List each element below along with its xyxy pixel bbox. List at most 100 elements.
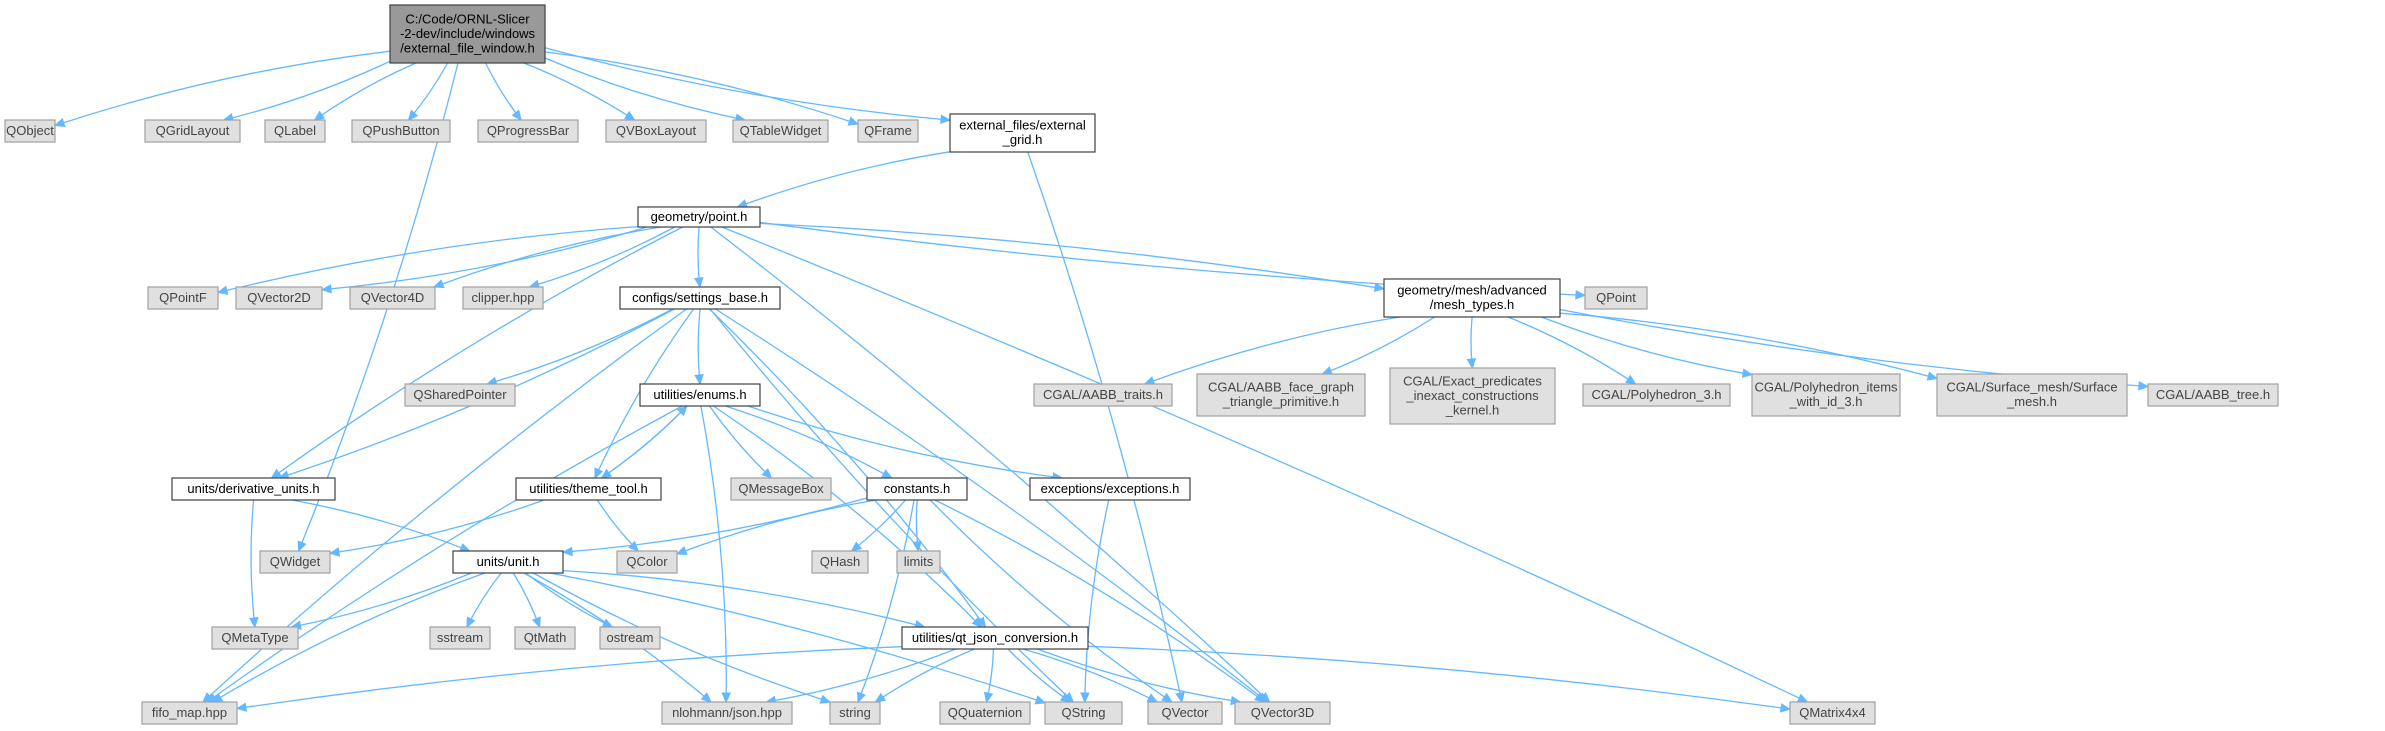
node-qprogressbar[interactable]: QProgressBar — [477, 119, 579, 143]
node-label: CGAL/AABB_face_graph — [1208, 380, 1354, 395]
node-label: -2-dev/include/windows — [400, 26, 536, 41]
node-theme-tool[interactable]: utilities/theme_tool.h — [515, 477, 662, 501]
node-qtablewidget[interactable]: QTableWidget — [732, 119, 829, 143]
edge-enums-to-constants — [725, 405, 893, 479]
node-qframe[interactable]: QFrame — [857, 119, 919, 143]
edge-root-to-external_grid — [544, 47, 952, 124]
node-derivative-units[interactable]: units/derivative_units.h — [171, 477, 336, 501]
node-surface-mesh[interactable]: CGAL/Surface_mesh/Surface_mesh.h — [1936, 373, 2128, 417]
node-box — [1584, 286, 1648, 310]
node-qsharedpointer[interactable]: QSharedPointer — [404, 383, 516, 407]
edge-qt_json-to-qstring — [1007, 648, 1072, 703]
node-box — [1044, 701, 1123, 725]
node-qmessagebox[interactable]: QMessageBox — [730, 477, 832, 501]
node-label: QMessageBox — [738, 481, 824, 496]
node-label: QVector4D — [361, 290, 425, 305]
node-qpoint[interactable]: QPoint — [1584, 286, 1648, 310]
node-qvector2d[interactable]: QVector2D — [235, 286, 323, 310]
node-point[interactable]: geometry/point.h — [637, 206, 761, 228]
node-enums[interactable]: utilities/enums.h — [639, 383, 761, 407]
node-qgridlayout[interactable]: QGridLayout — [144, 119, 241, 143]
node-label: QLabel — [274, 123, 316, 138]
node-label: CGAL/AABB_traits.h — [1043, 387, 1163, 402]
node-box — [811, 550, 869, 574]
node-box — [351, 119, 451, 143]
node-label: utilities/enums.h — [653, 387, 746, 402]
node-sstream[interactable]: sstream — [429, 626, 491, 650]
node-exact-pred[interactable]: CGAL/Exact_predicates_inexact_constructi… — [1389, 367, 1556, 425]
edge-constants-to-qvector3d — [934, 499, 1266, 703]
node-ostream[interactable]: ostream — [599, 626, 661, 650]
node-qstring[interactable]: QString — [1044, 701, 1123, 725]
node-poly-items[interactable]: CGAL/Polyhedron_items_with_id_3.h — [1751, 373, 1901, 417]
edge-mesh_types-to-polyhedron3 — [1507, 316, 1637, 385]
node-label: units/derivative_units.h — [187, 481, 319, 496]
node-box — [730, 477, 832, 501]
node-aabb-tree[interactable]: CGAL/AABB_tree.h — [2147, 383, 2279, 407]
edge-unit-to-qstring — [549, 572, 1047, 705]
node-qvector3d[interactable]: QVector3D — [1234, 701, 1331, 725]
node-label: _with_id_3.h — [1789, 394, 1863, 409]
node-fifo-map[interactable]: fifo_map.hpp — [141, 701, 238, 725]
node-qhash[interactable]: QHash — [811, 550, 869, 574]
node-root[interactable]: C:/Code/ORNL-Slicer-2-dev/include/window… — [389, 4, 546, 64]
node-qwidget[interactable]: QWidget — [259, 550, 331, 574]
node-label: units/unit.h — [477, 554, 540, 569]
node-label: QColor — [626, 554, 668, 569]
edge-constants-to-unit — [561, 497, 868, 557]
node-settings-base[interactable]: configs/settings_base.h — [619, 286, 781, 310]
node-qmatrix4x4[interactable]: QMatrix4x4 — [1789, 701, 1876, 725]
node-box — [1383, 278, 1561, 318]
edge-constants-to-qhash — [850, 499, 906, 552]
node-aabb-traits[interactable]: CGAL/AABB_traits.h — [1033, 383, 1173, 407]
node-external-grid[interactable]: external_files/external_grid.h — [949, 113, 1096, 153]
node-qpushbutton[interactable]: QPushButton — [351, 119, 451, 143]
node-box — [515, 477, 662, 501]
node-constants[interactable]: constants.h — [866, 477, 968, 501]
node-box — [235, 286, 323, 310]
edge-point-to-qpointf — [216, 225, 639, 295]
node-box — [616, 550, 678, 574]
node-string[interactable]: string — [829, 701, 881, 725]
node-label: QHash — [820, 554, 860, 569]
node-label: QProgressBar — [487, 123, 570, 138]
edge-enums-to-exceptions — [747, 405, 1064, 482]
node-exceptions[interactable]: exceptions/exceptions.h — [1029, 477, 1191, 501]
node-label: CGAL/Polyhedron_3.h — [1591, 387, 1721, 402]
node-label: QtMath — [524, 630, 567, 645]
node-qt-json[interactable]: utilities/qt_json_conversion.h — [901, 626, 1089, 650]
edge-settings_base-to-enums — [694, 308, 704, 386]
node-limits[interactable]: limits — [896, 550, 941, 574]
node-qvboxlayout[interactable]: QVBoxLayout — [605, 119, 707, 143]
edge-qt_json-to-qmatrix4x4 — [1087, 645, 1792, 713]
node-mesh-types[interactable]: geometry/mesh/advanced/mesh_types.h — [1383, 278, 1561, 318]
node-qobject[interactable]: QObject — [4, 119, 56, 143]
node-qquaternion[interactable]: QQuaternion — [939, 701, 1031, 725]
node-box — [829, 701, 881, 725]
node-label: QString — [1061, 705, 1105, 720]
node-qlabel[interactable]: QLabel — [264, 119, 326, 143]
node-box — [1936, 373, 2128, 417]
node-box — [896, 550, 941, 574]
node-unit[interactable]: units/unit.h — [452, 550, 564, 574]
node-qcolor[interactable]: QColor — [616, 550, 678, 574]
node-box — [4, 119, 56, 143]
edge-root-to-qprogressbar — [485, 62, 522, 121]
node-nlohmann[interactable]: nlohmann/json.hpp — [661, 701, 793, 725]
node-clipper[interactable]: clipper.hpp — [462, 286, 544, 310]
node-qmetatype[interactable]: QMetaType — [211, 626, 299, 650]
node-box — [259, 550, 331, 574]
node-label: _mesh.h — [2006, 394, 2057, 409]
node-label: CGAL/AABB_tree.h — [2156, 387, 2270, 402]
node-qtmath[interactable]: QtMath — [514, 626, 576, 650]
node-label: limits — [904, 554, 934, 569]
node-qpointf[interactable]: QPointF — [147, 286, 219, 310]
node-qvector4d[interactable]: QVector4D — [349, 286, 436, 310]
node-polyhedron3[interactable]: CGAL/Polyhedron_3.h — [1582, 383, 1731, 407]
node-aabb-face[interactable]: CGAL/AABB_face_graph_triangle_primitive.… — [1196, 373, 1366, 417]
node-box — [389, 4, 546, 64]
edge-external_grid-to-qvector — [1027, 151, 1185, 704]
node-qvector[interactable]: QVector — [1147, 701, 1223, 725]
edge-enums-to-nlohmann — [700, 405, 731, 704]
node-box — [514, 626, 576, 650]
